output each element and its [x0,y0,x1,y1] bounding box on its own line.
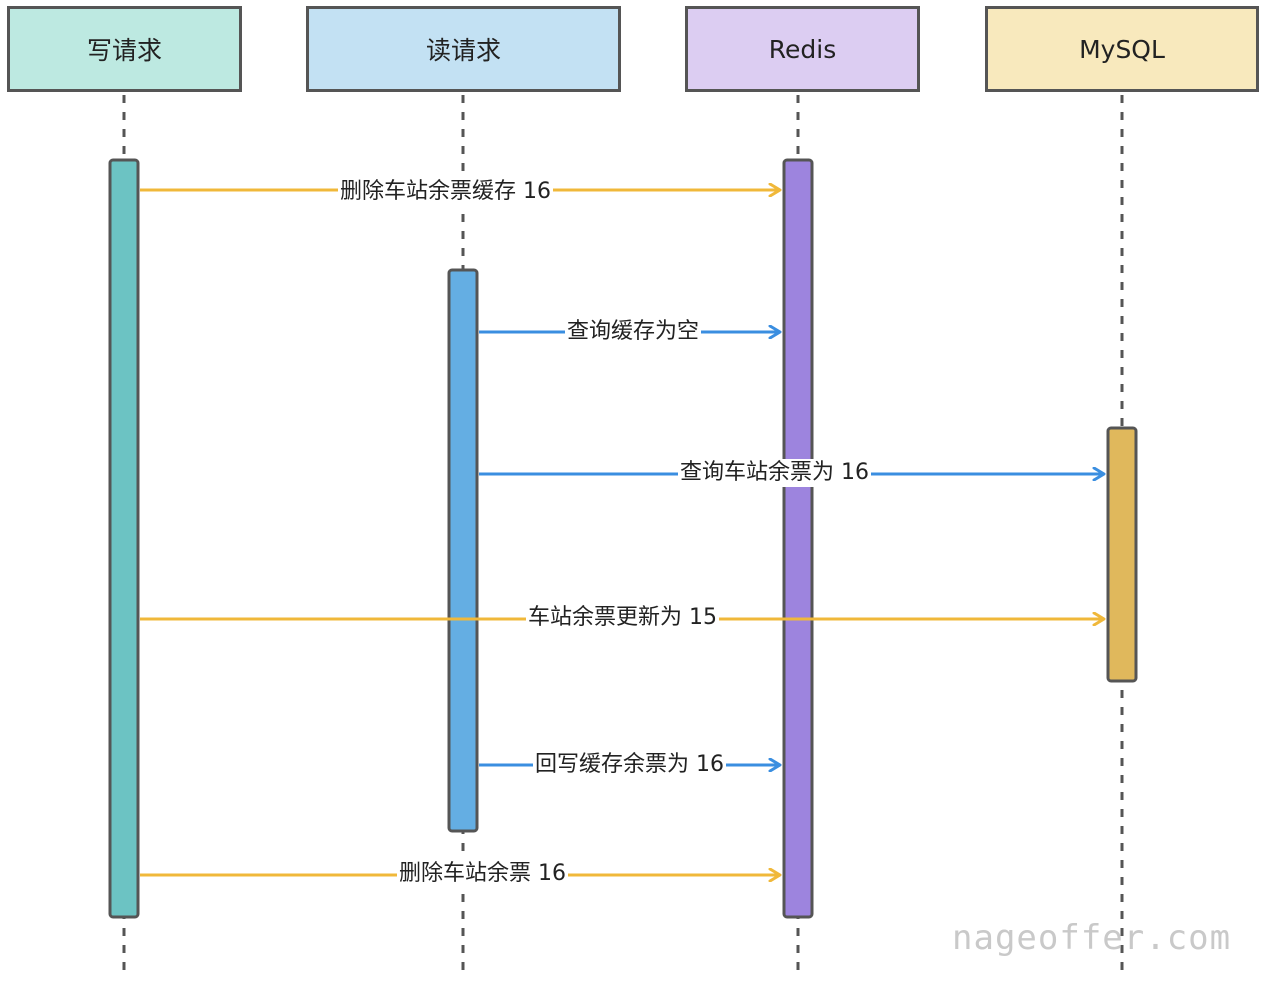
message-label-delete-cache: 删除车站余票缓存 16 [338,178,553,206]
message-label-cache-empty: 查询缓存为空 [565,318,702,346]
activation-bar-write [108,158,140,919]
participant-redis: Redis [685,6,920,92]
activation-bar-read [447,268,479,833]
activation-bar-mysql [1106,426,1138,683]
message-label-delete-ticket: 删除车站余票 16 [397,860,568,888]
participant-mysql: MySQL [985,6,1259,92]
participant-read-request: 读请求 [306,6,621,92]
message-label-update-db: 车站余票更新为 15 [526,604,719,632]
watermark: nageoffer.com [952,918,1232,958]
activation-bar-redis [782,158,814,919]
message-label-writeback-cache: 回写缓存余票为 16 [533,751,726,779]
message-label-query-db: 查询车站余票为 16 [678,459,871,487]
participant-write-request: 写请求 [7,6,242,92]
